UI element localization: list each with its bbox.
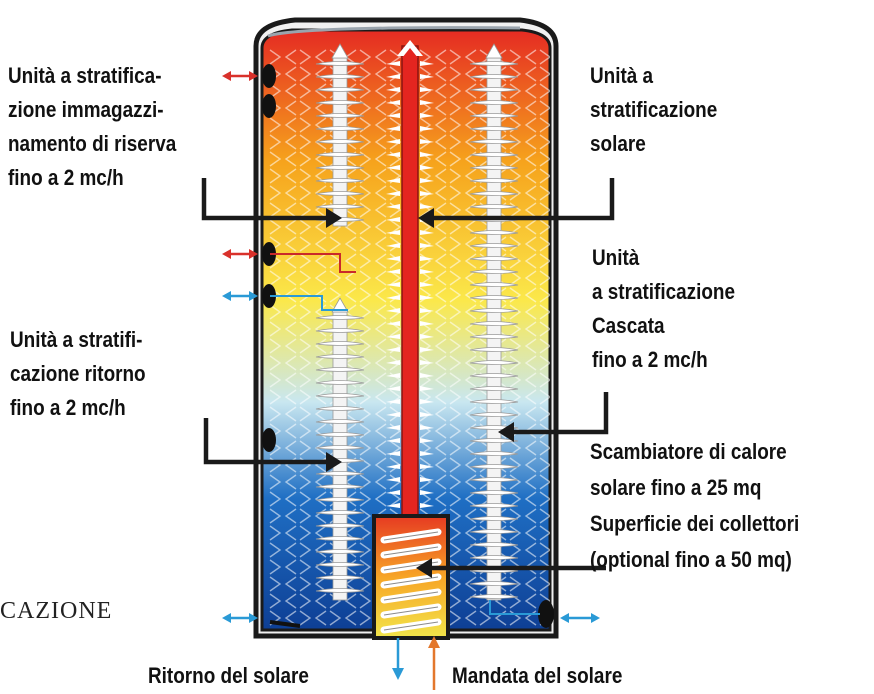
label-solar-stratification-unit: Unità a stratificazione solare (590, 63, 718, 156)
double-arrow-icon (560, 613, 600, 623)
label-return-stratification-unit: Unità a stratifi- cazione ritorno fino a… (10, 327, 146, 420)
label-solar-return: Ritorno del solare (148, 663, 309, 688)
double-arrow-icon (222, 71, 258, 81)
double-arrow-icon (222, 249, 258, 259)
tank-body (253, 17, 559, 639)
double-arrow-icon (222, 613, 258, 623)
pointer-lines (201, 178, 615, 571)
label-storage-backup-unit: Unità a stratifica- zione immagazzi- nam… (8, 63, 177, 190)
pointer-arrowheads (326, 208, 514, 578)
tank-connections (262, 64, 554, 628)
label-solar-heat-exchanger: Scambiatore di calore solare fino a 25 m… (590, 439, 800, 572)
solar-heat-exchanger (372, 514, 450, 640)
double-arrow-icon (222, 291, 258, 301)
internal-pipes (270, 253, 540, 615)
cropped-heading-text: CAZIONE (0, 598, 113, 624)
bottom-pipes (392, 636, 440, 690)
external-arrows (222, 71, 600, 623)
stratification-units (315, 43, 519, 601)
label-cascade-unit: Unità a stratificazione Cascata fino a 2… (592, 245, 736, 372)
label-solar-flow: Mandata del solare (452, 663, 623, 688)
